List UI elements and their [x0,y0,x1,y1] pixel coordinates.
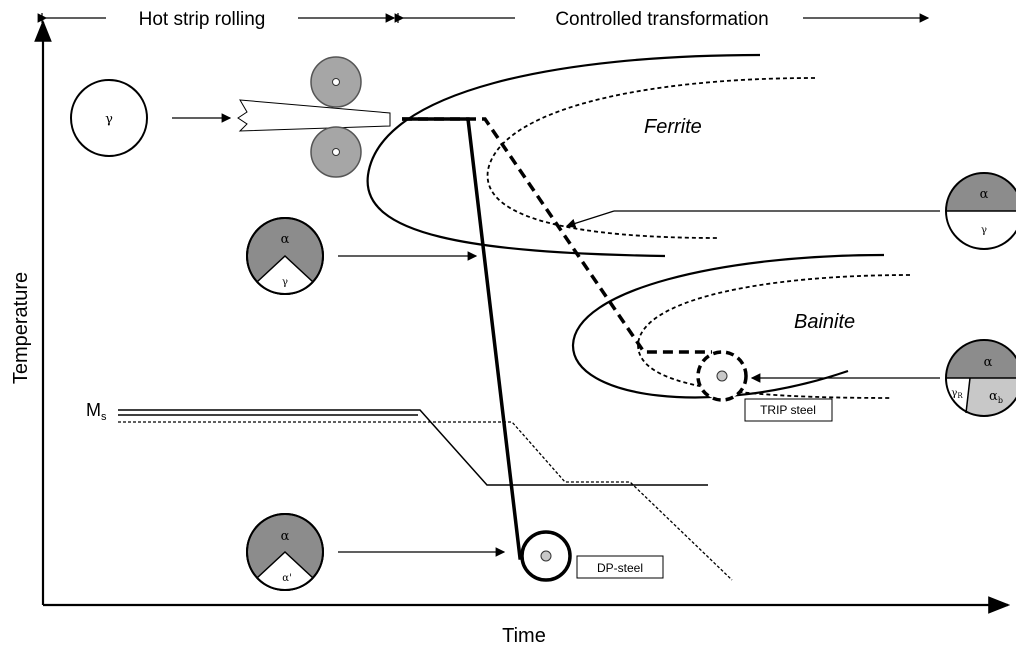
right-three-phase-circle [945,339,1016,417]
header-hot-strip-label: Hot strip rolling [139,9,266,30]
ms-line-dashed [118,421,733,581]
tri-alpha: α [984,355,993,370]
ferrite-label: Ferrite [644,116,702,138]
trip-box-label: TRIP steel [760,403,816,417]
right-half-alpha: α [980,187,989,202]
pie-gamma-label: γ [282,277,288,288]
pie-alpha-label: α [281,232,290,247]
header-controlled-label: Controlled transformation [555,9,768,30]
tri-alpha-b-sub: b [998,396,1003,405]
ms-line-solid [118,409,708,486]
right-half-arrow-head [565,210,615,229]
ferrite-curve-dashed [486,77,816,239]
ms-label-main: M [86,400,101,420]
right-half-gamma: γ [981,225,987,236]
dp-box [576,555,664,579]
ms-label-sub: s [101,411,107,423]
y-axis-label: Temperature [10,272,32,384]
tri-gamma-r-main: γ [951,388,957,399]
trip-cooling-path [402,117,712,354]
austenite-symbol: γ [105,112,113,127]
tri-alpha-b-main: α [989,389,998,404]
bainite-curve-dashed [637,274,911,399]
pie2-alpha-prime-label: α' [282,573,292,584]
dp-end-dot [540,550,552,562]
x-axis-label: Time [502,625,546,647]
right-half-circle [945,172,1016,250]
austenite-circle [70,79,148,157]
dp-box-label: DP-steel [597,561,643,575]
tri-gamma-r-sub: R [957,392,963,400]
ferrite-curve-solid [366,53,761,258]
ms-label: Ms [86,400,107,423]
trip-end-dot [716,370,728,382]
pie2-alpha-label: α [281,529,290,544]
rolling-mill [237,56,391,178]
dp-cooling-path [402,117,550,560]
tri-gamma-r: γR [951,388,963,400]
ferrite-austenite-pie [246,217,324,295]
bainite-label: Bainite [794,311,855,333]
tri-alpha-b: αb [989,389,1003,405]
ferrite-martensite-pie [246,513,324,591]
trip-box [744,398,833,422]
